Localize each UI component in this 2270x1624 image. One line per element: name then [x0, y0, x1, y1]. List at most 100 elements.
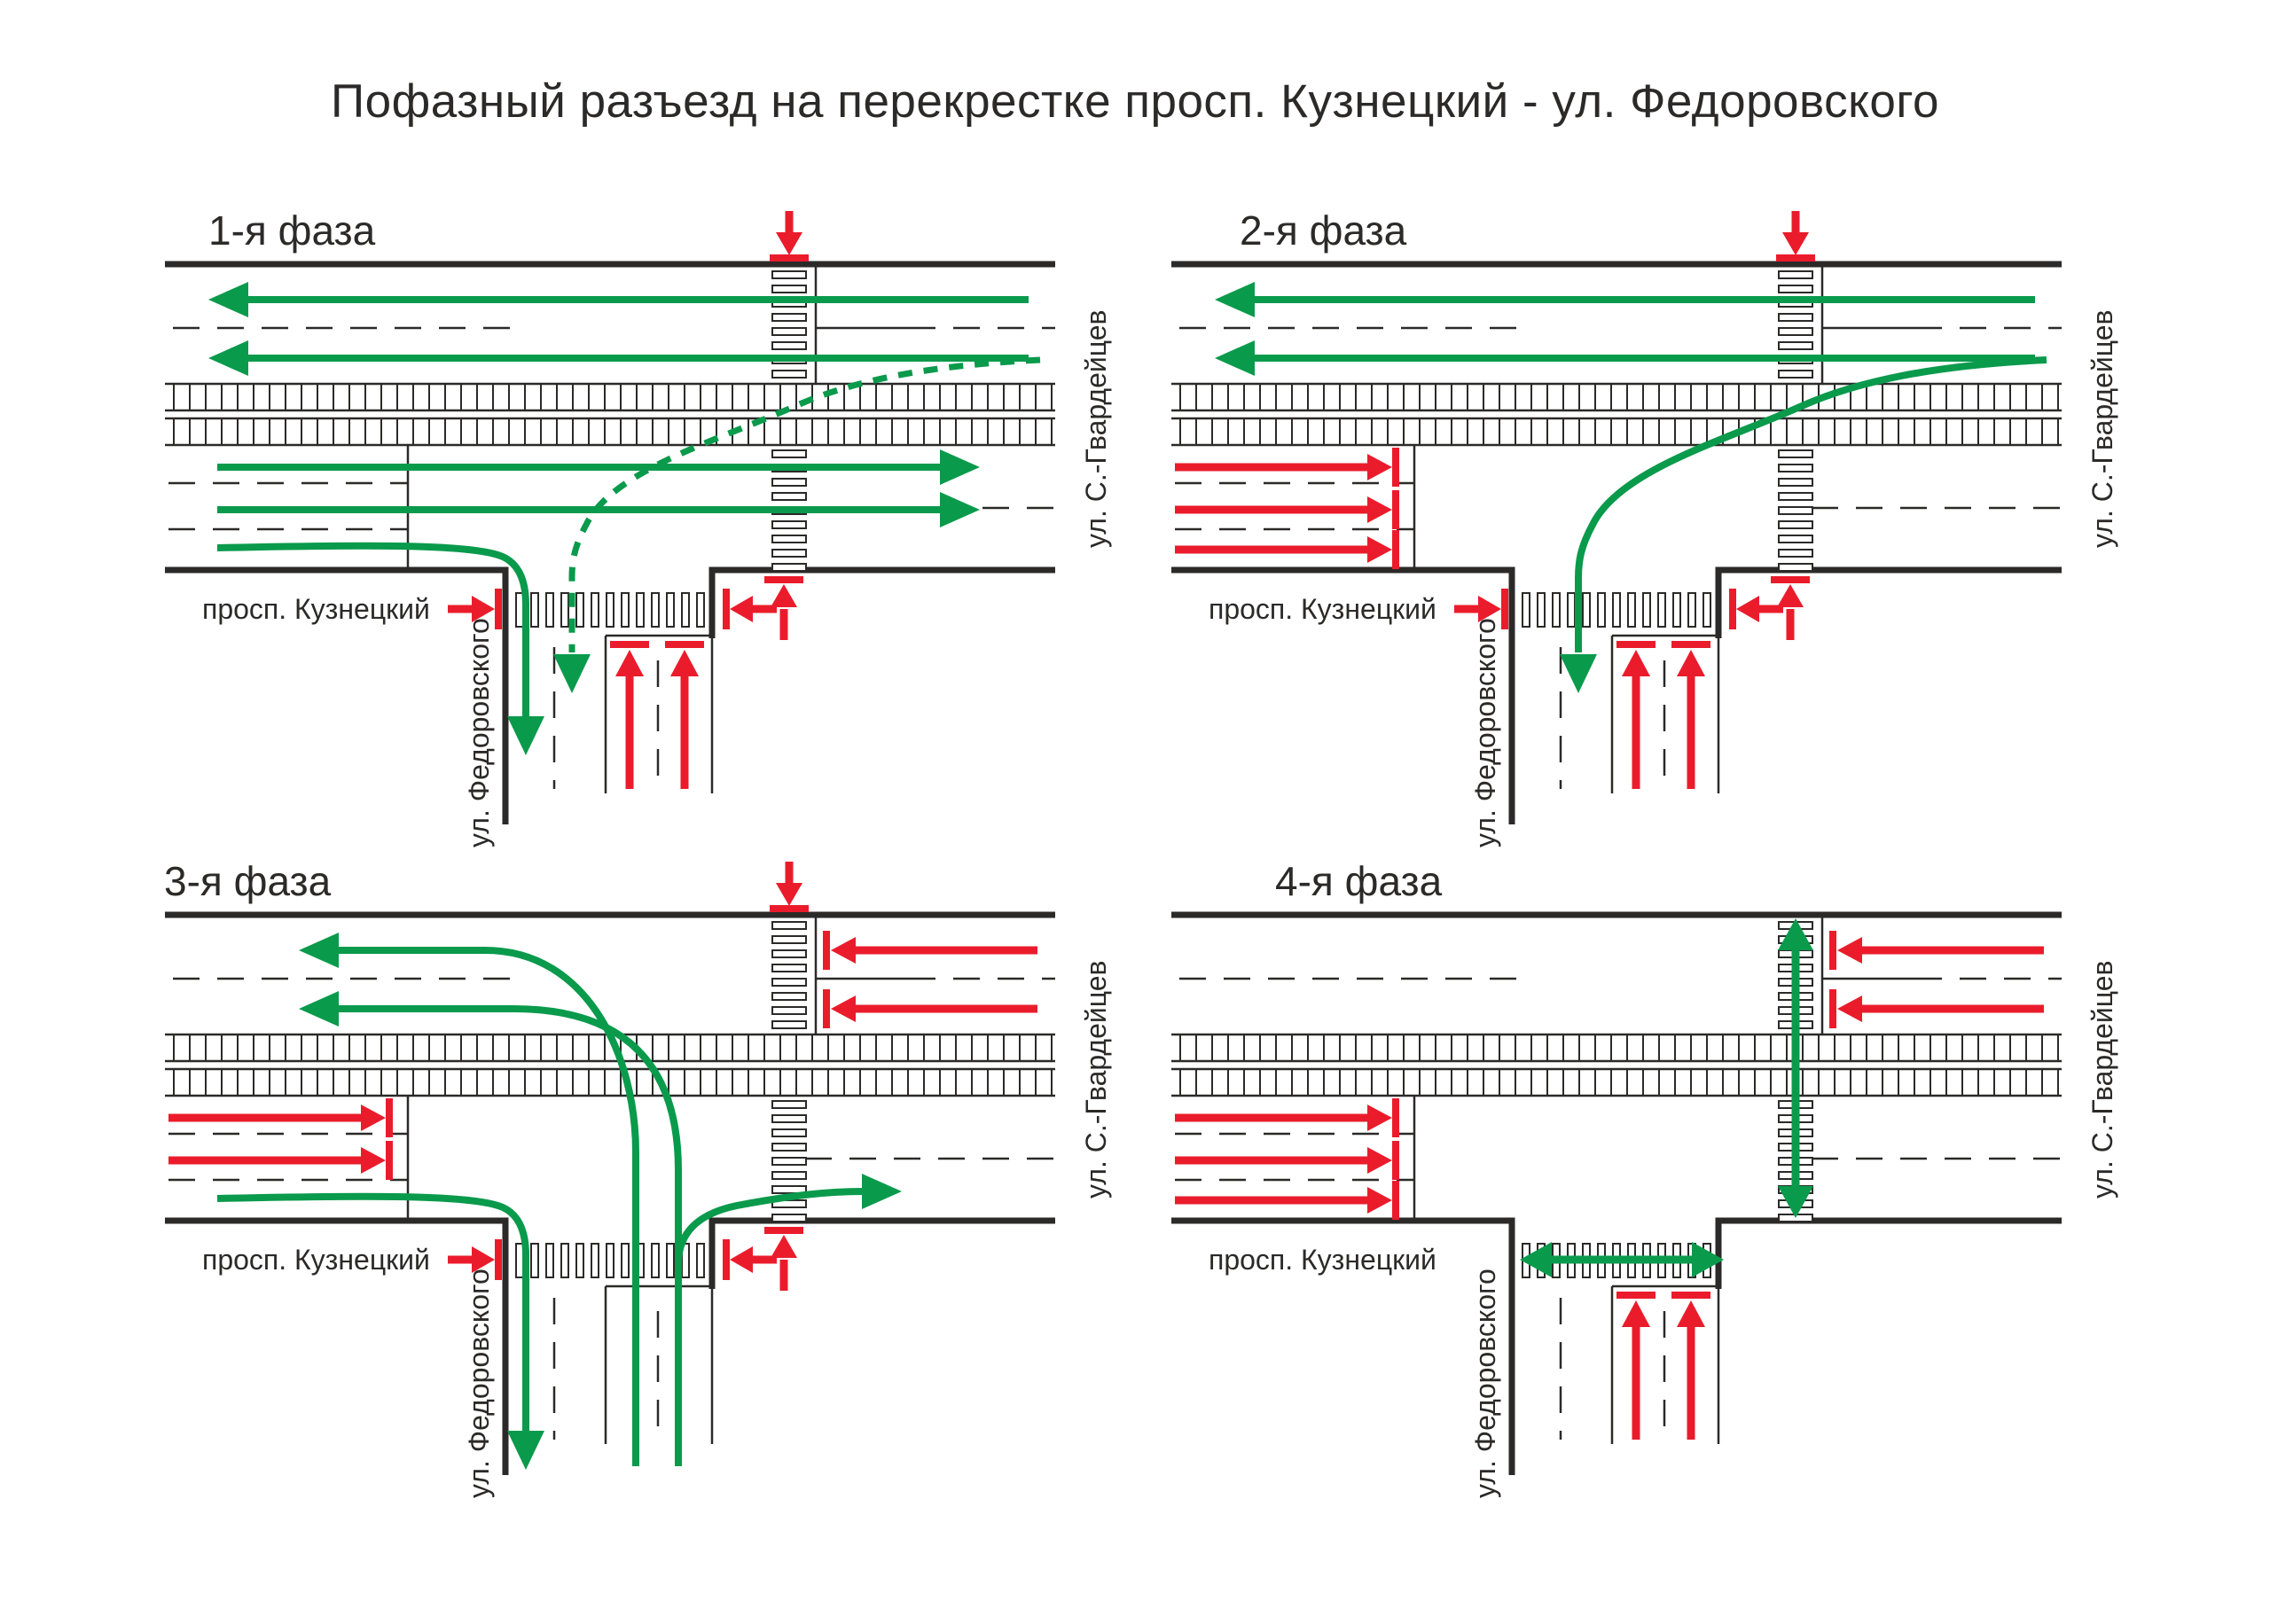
crosswalk-stripe: [1778, 270, 1813, 279]
crosswalk-stripe: [1778, 370, 1813, 379]
movement-arrowhead: [472, 596, 495, 622]
crosswalk-stripe: [1778, 464, 1813, 472]
stopped-movement-pedestrian-main-south-stop: [1771, 576, 1810, 640]
movement-arrowhead: [831, 937, 856, 964]
crosswalk-stripe: [1778, 520, 1813, 529]
crosswalk-stripe: [1612, 592, 1621, 628]
crosswalk-stripe: [591, 592, 599, 628]
main-road-south-edge-west: [1171, 1217, 1515, 1475]
movement-arrowhead: [1692, 1242, 1724, 1277]
crosswalk-stripe: [771, 563, 807, 572]
crosswalk-stripe: [771, 341, 807, 350]
movement-arrowhead: [1367, 536, 1392, 563]
allowed-movement-westbound-through-lane2: [208, 340, 1029, 376]
crosswalk-stripe: [606, 1243, 614, 1278]
movement-arrowhead: [1215, 340, 1255, 376]
stopped-movement-eastbound-stop-lane3: [1175, 1181, 1399, 1220]
crosswalk-stripe: [1537, 592, 1546, 628]
crosswalk-stripe: [1657, 592, 1666, 628]
stopped-movement-pedestrian-side-east-stop: [1729, 589, 1783, 629]
allowed-movement-eastbound-through-lane2: [217, 492, 980, 527]
movement-arrowhead: [831, 995, 856, 1022]
allowed-movement-westbound-left-turn-permissive: [553, 356, 1041, 693]
movement-arrowhead: [1622, 1300, 1650, 1327]
stopped-movement-pedestrian-main-south-stop: [764, 1227, 803, 1291]
crosswalk-stripe: [771, 313, 807, 322]
main-street-label: просп. Кузнецкий: [202, 1244, 430, 1276]
crosswalk-stripe: [1778, 449, 1813, 458]
movement-arrowhead: [1367, 496, 1392, 523]
crosswalk-stripe: [771, 992, 807, 1001]
crosswalk-stripe: [1778, 563, 1813, 572]
movement-arrowhead: [1622, 650, 1650, 676]
movement-arrowhead: [1677, 650, 1705, 676]
movement-arrowhead: [1677, 1300, 1705, 1327]
stopped-movement-eastbound-stop-lane1: [168, 1098, 393, 1137]
crosswalk-stripe: [651, 1243, 660, 1278]
movement-path: [675, 1188, 864, 1466]
movement-arrowhead: [208, 340, 248, 376]
crosswalk-stripe: [771, 1157, 807, 1166]
movement-arrowhead: [208, 282, 248, 317]
crosswalk-stripe: [1642, 592, 1651, 628]
movement-arrowhead: [1782, 232, 1809, 255]
movement-arrowhead: [1215, 282, 1255, 317]
stopped-movement-pedestrian-north-stop: [1776, 211, 1815, 262]
crosswalk-stripe: [530, 592, 539, 628]
main-road-south-edge-east: [1715, 566, 2062, 638]
tram-track-band: [1171, 1069, 2062, 1096]
movement-arrowhead: [361, 1105, 386, 1131]
crosswalk-stripe: [771, 478, 807, 487]
allowed-movement-eastbound-through-lane1: [217, 449, 980, 485]
movement-arrowhead: [1837, 937, 1862, 964]
movement-path: [331, 947, 639, 1466]
stopped-movement-pedestrian-side-west-stop: [448, 589, 502, 629]
movement-arrowhead: [1837, 995, 1862, 1022]
stopped-movement-northbound-stop-lane2: [665, 641, 704, 789]
crosswalk-stripe: [771, 492, 807, 501]
stopped-movement-eastbound-stop-lane3: [1175, 530, 1399, 569]
movement-arrowhead: [1367, 1147, 1392, 1174]
main-road-south-edge-west: [165, 566, 509, 824]
stopped-movement-northbound-stop-lane2: [1671, 641, 1710, 789]
crosswalk-stripe: [771, 549, 807, 558]
crosswalk-stripe: [530, 1243, 539, 1278]
crosswalk-stripe: [1702, 592, 1711, 628]
cross-street-label: ул. С.-Гвардейцев: [2086, 960, 2118, 1198]
crosswalk-stripe: [1522, 592, 1530, 628]
crosswalk-stripe: [666, 1243, 675, 1278]
crosswalk-stripe: [771, 535, 807, 543]
stopped-movement-pedestrian-side-east-stop: [723, 1239, 777, 1280]
phase-title-label: 4-я фаза: [1275, 858, 1443, 904]
crosswalk-stripe: [771, 1185, 807, 1194]
crosswalk-stripe: [771, 964, 807, 972]
stopped-movement-northbound-stop-lane2: [1671, 1292, 1710, 1440]
crosswalk-stripe: [651, 592, 660, 628]
movement-arrowhead: [1367, 1105, 1392, 1131]
movement-arrowhead: [1560, 654, 1597, 693]
crosswalk-stripe: [771, 1214, 807, 1222]
stopped-movement-pedestrian-side-east-stop: [723, 589, 777, 629]
crosswalk-stripe: [666, 592, 675, 628]
movement-arrowhead: [615, 650, 644, 676]
movement-arrowhead: [1736, 596, 1759, 622]
main-road-south-edge-east: [708, 1217, 1055, 1289]
movement-arrowhead: [771, 1235, 797, 1258]
crosswalk-stripe: [1778, 341, 1813, 350]
crosswalk-stripe: [771, 520, 807, 529]
crosswalk-stripe: [1778, 478, 1813, 487]
stopped-movement-pedestrian-main-south-stop: [764, 576, 803, 640]
movement-arrowhead: [862, 1174, 902, 1209]
main-road-south-edge-west: [1171, 566, 1515, 824]
stopped-movement-northbound-stop-lane1: [610, 641, 649, 789]
allowed-movement-pedestrian-main-road-crossing: [1778, 918, 1813, 1218]
crosswalk-stripe: [1567, 592, 1576, 628]
movement-arrowhead: [1367, 1187, 1392, 1214]
movement-arrowhead: [1778, 918, 1813, 950]
crosswalk-stripe: [1627, 592, 1636, 628]
crosswalk-stripe: [1778, 506, 1813, 515]
allowed-movement-southapproach-left-turn-lane1: [299, 933, 639, 1466]
